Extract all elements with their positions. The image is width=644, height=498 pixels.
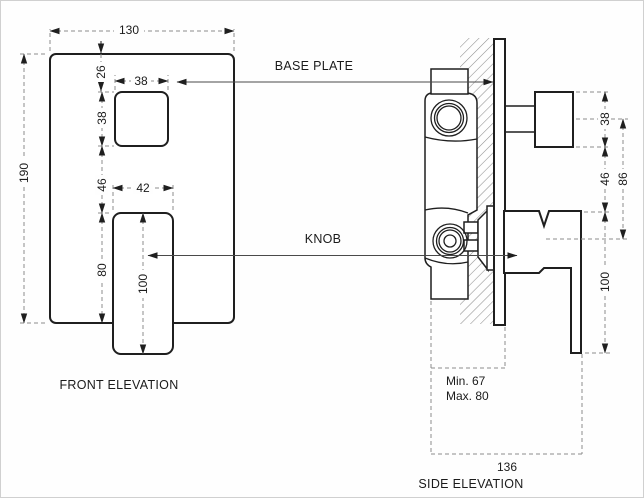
valve-body-waist-line — [424, 136, 478, 142]
front-diverter-square — [114, 91, 169, 147]
side-dimension-texts: 38 46 86 100 136 — [497, 109, 630, 474]
recess-depth-box — [430, 301, 583, 455]
dim-text-80: 80 — [95, 263, 109, 277]
dim-text-38-height: 38 — [95, 111, 109, 125]
diverter-stem — [503, 105, 536, 133]
knob-callout: KNOB — [305, 232, 342, 246]
dim-text-190: 190 — [17, 163, 31, 183]
dim-text-136: 136 — [497, 460, 517, 474]
cartridge-tab-upper — [463, 221, 479, 234]
front-dimension-texts: 130 190 26 38 38 46 42 80 100 — [17, 23, 153, 298]
base-plate-callout: BASE PLATE — [275, 59, 354, 73]
recess-depth-texts: Min. 67 Max. 80 — [446, 374, 489, 403]
valve-body-lower-line — [424, 257, 469, 265]
front-elevation-view — [49, 53, 235, 355]
side-dimensions — [601, 91, 627, 354]
escutcheon-face — [486, 205, 495, 271]
dim-text-38-side: 38 — [598, 112, 612, 126]
side-diverter-knob — [534, 91, 574, 148]
dim-text-min-67: Min. 67 — [446, 374, 486, 388]
dim-text-130: 130 — [119, 23, 139, 37]
side-base-plate — [493, 38, 506, 326]
dim-text-86: 86 — [616, 172, 630, 186]
dim-text-max-80: Max. 80 — [446, 389, 489, 403]
top-port-circles — [430, 99, 468, 137]
dim-text-38-width: 38 — [134, 74, 148, 88]
valve-body-shoulder-line — [424, 207, 469, 214]
dim-text-46-front: 46 — [95, 178, 109, 192]
dim-text-100-side: 100 — [598, 272, 612, 292]
dim-text-42: 42 — [136, 181, 150, 195]
side-knob-handle — [503, 210, 582, 354]
callouts: BASE PLATE KNOB — [147, 59, 518, 259]
side-elevation-title: SIDE ELEVATION — [418, 477, 523, 491]
dim-text-26: 26 — [94, 65, 108, 79]
dim-text-46-side: 46 — [598, 172, 612, 186]
dim-text-100-front: 100 — [136, 274, 150, 294]
front-elevation-title: FRONT ELEVATION — [59, 378, 178, 392]
side-elevation-view — [424, 38, 582, 354]
